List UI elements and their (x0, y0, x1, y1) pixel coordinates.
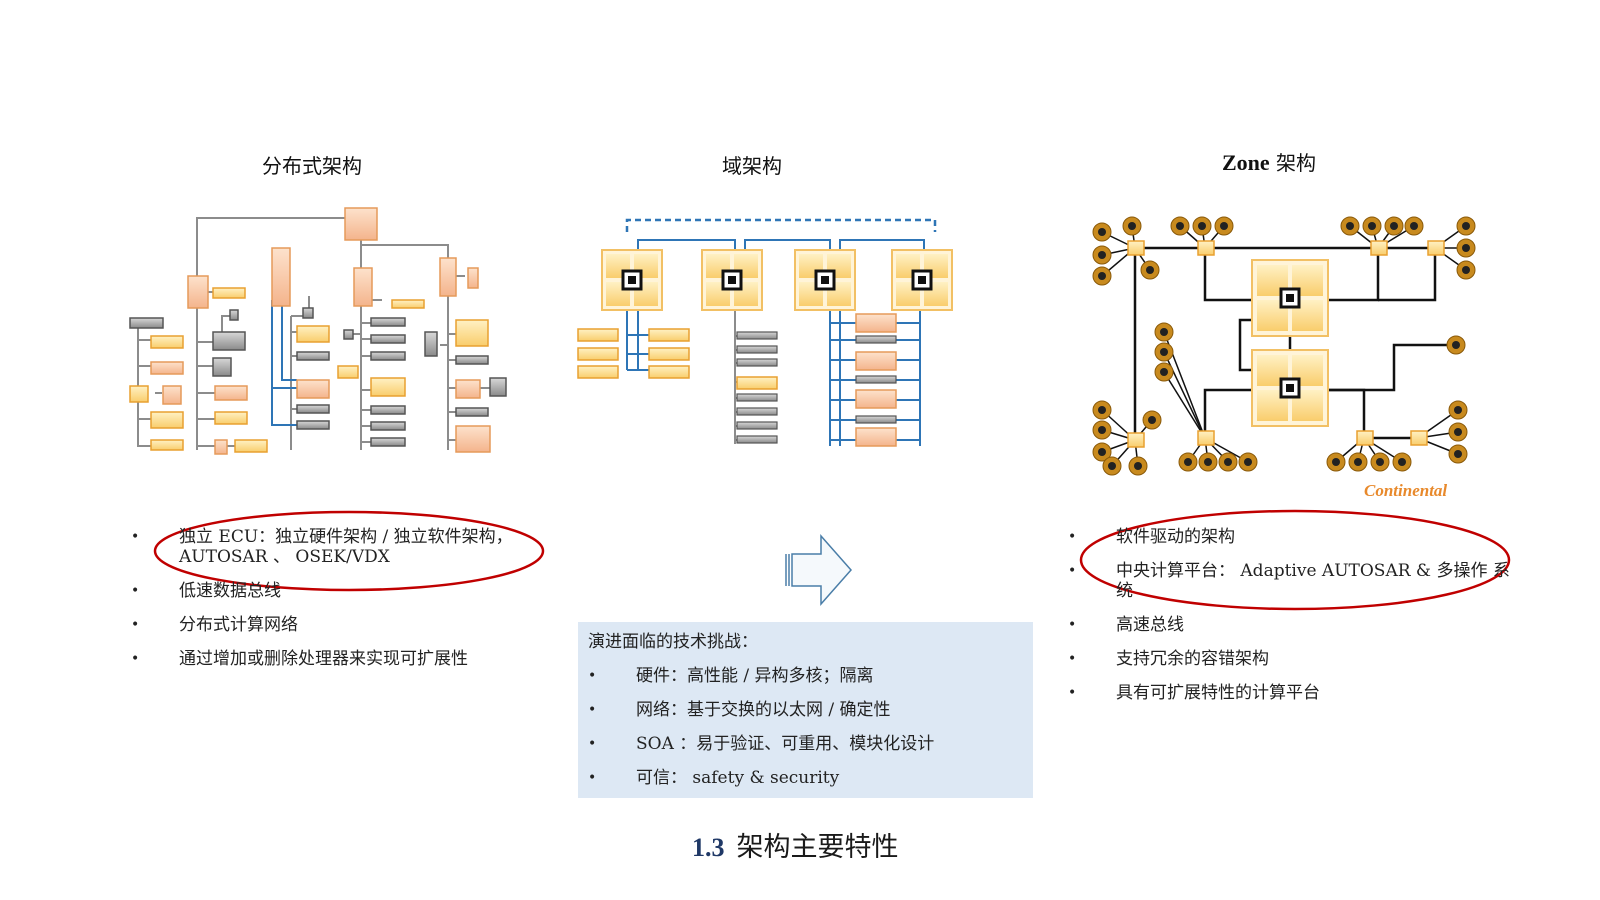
zone-title-bold: Zone (1222, 150, 1270, 175)
list-item: 具有可扩展特性的计算平台 (1068, 683, 1518, 703)
distributed-title: 分布式架构 (262, 154, 362, 178)
list-item: 独立 ECU：独立硬件架构 / 独立软件架构， AUTOSAR 、 OSEK/V… (131, 527, 541, 567)
section-title: 架构主要特性 (736, 832, 899, 863)
distributed-features: 独立 ECU：独立硬件架构 / 独立软件架构， AUTOSAR 、 OSEK/V… (131, 527, 541, 683)
challenges-heading: 演进面临的技术挑战： (588, 632, 758, 652)
list-item: 软件驱动的架构 (1068, 527, 1518, 547)
list-item: 网络：基于交换的以太网 / 确定性 (588, 700, 934, 734)
zone-features: 软件驱动的架构 中央计算平台： Adaptive AUTOSAR & 多操作 系… (1068, 527, 1518, 717)
zone-title: Zone 架构 (1222, 150, 1322, 176)
list-item: 中央计算平台： Adaptive AUTOSAR & 多操作 系统 (1068, 561, 1518, 601)
list-item: 低速数据总线 (131, 581, 541, 601)
list-item: 通过增加或删除处理器来实现可扩展性 (131, 649, 541, 669)
list-item: SOA ：易于验证、可重用、模块化设计 (588, 734, 934, 768)
domain-diagram (577, 218, 953, 447)
list-item: 可信： safety & security (588, 768, 934, 802)
zone-title-rest: 架构 (1269, 151, 1317, 175)
right-arrow-icon (785, 534, 853, 606)
distributed-diagram (129, 207, 507, 455)
list-item: 硬件：高性能 / 异构多核；隔离 (588, 666, 934, 700)
continental-logo: Continental (1364, 481, 1448, 500)
zone-diagram (1092, 216, 1476, 476)
list-item: 分布式计算网络 (131, 615, 541, 635)
list-item: 高速总线 (1068, 615, 1518, 635)
section-number: 1.3 (692, 833, 725, 862)
challenges-box: 演进面临的技术挑战： 硬件：高性能 / 异构多核；隔离 网络：基于交换的以太网 … (578, 622, 1033, 798)
section-heading: 1.3 架构主要特性 (692, 832, 922, 864)
list-item: 支持冗余的容错架构 (1068, 649, 1518, 669)
challenges-list: 硬件：高性能 / 异构多核；隔离 网络：基于交换的以太网 / 确定性 SOA ：… (588, 666, 934, 802)
domain-title: 域架构 (722, 154, 782, 178)
right-highlight-ellipse (1079, 509, 1511, 611)
